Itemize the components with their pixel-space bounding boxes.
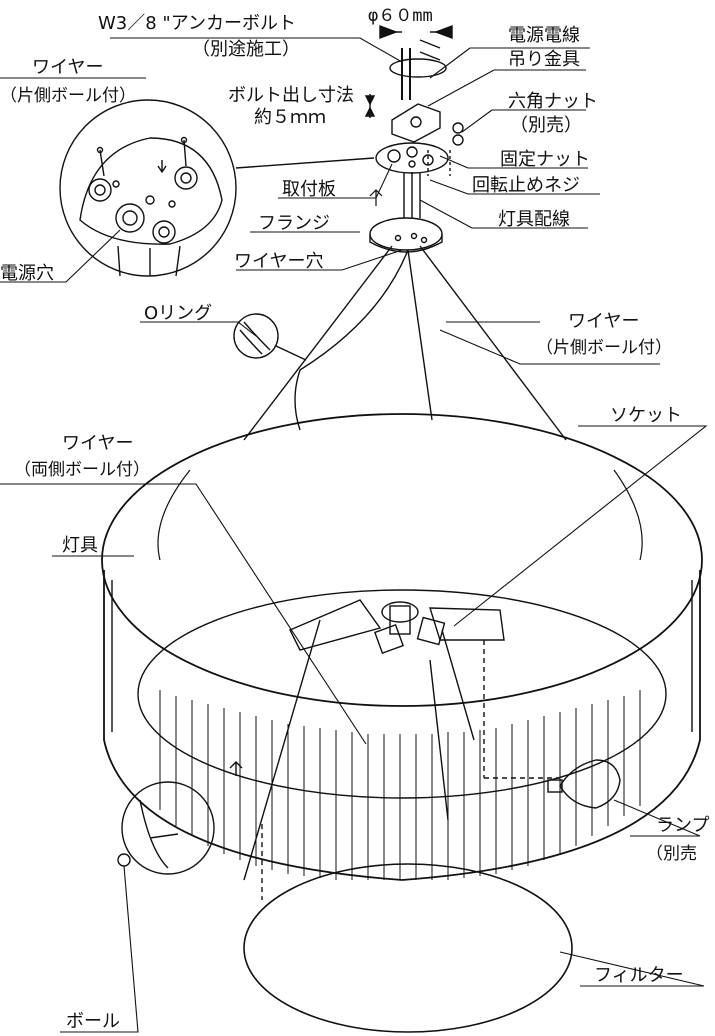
ball-label: ボール (66, 1011, 120, 1032)
filter (229, 761, 573, 1033)
lamp (547, 759, 621, 809)
mounting-plate (369, 142, 449, 218)
fixture-body (101, 413, 703, 881)
anchor-bolt-label: W3／8 "アンカーボルト (98, 13, 296, 34)
lamp-note-label: （別売 (646, 844, 697, 864)
wire-hole-label: ワイヤー穴 (234, 251, 324, 272)
anti-rotation-screw-label: 回転止めネジ (472, 175, 580, 196)
suspension-wires (243, 245, 567, 441)
flange (369, 217, 443, 253)
hex-nut-label: 六角ナット (508, 91, 598, 112)
wire-top-label: ワイヤー (32, 57, 104, 78)
fixing-nut-label: 固定ナット (500, 149, 590, 170)
wire-double-label: ワイヤー (62, 433, 134, 454)
wire-right-label: ワイヤー (568, 311, 640, 332)
wire-right-note-label: （片側ボール付） (536, 338, 672, 358)
anchor-bolt-note-label: （別途施工） (192, 39, 300, 60)
diameter-label: φ６０mm (368, 6, 433, 26)
fixture-label: 灯具 (62, 535, 98, 556)
o-ring-detail (233, 313, 307, 361)
socket-label: ソケット (610, 405, 682, 426)
leader-lines (0, 37, 708, 1033)
filter-label: フィルター (594, 965, 684, 986)
wire-double-note-label: （両側ボール付） (14, 460, 150, 480)
bolt-protrusion-label: ボルト出し寸法 (228, 85, 354, 106)
mounting-plate-detail (59, 99, 375, 277)
bolt-protrusion-value-label: 約５ｍｍ (254, 107, 326, 128)
anchor-bolt-and-hanger (364, 24, 464, 176)
lamp-label: ランプ (656, 815, 710, 836)
hanger-label: 吊り金具 (508, 49, 580, 70)
wire-top-note-label: （片側ボール付） (0, 86, 136, 106)
fixture-wiring-label: 灯具配線 (498, 209, 570, 230)
flange-label: フランジ (258, 213, 330, 234)
hex-nut-note-label: （別売） (510, 115, 582, 136)
power-hole-label: 電源穴 (0, 263, 54, 284)
glass-tubes (159, 690, 641, 880)
socket-cluster (243, 599, 560, 881)
power-cable-label: 電源電線 (508, 25, 580, 46)
o-ring-label: Oリング (144, 303, 213, 324)
mounting-plate-label: 取付板 (282, 179, 336, 200)
